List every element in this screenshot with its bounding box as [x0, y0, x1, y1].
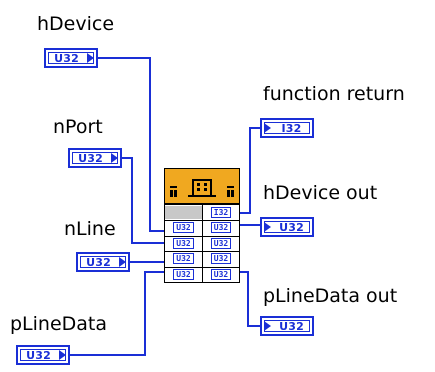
- function-return-type: I32: [281, 121, 302, 135]
- node-right-terminal[interactable]: U32: [203, 267, 239, 281]
- plinedata-control[interactable]: U32: [16, 345, 70, 365]
- label-hdevice-out: hDevice out: [263, 182, 378, 204]
- node-terminal-type: U32: [173, 222, 194, 234]
- label-plinedata-out: pLineData out: [263, 285, 398, 307]
- node-terminal-type: U32: [210, 237, 232, 249]
- control-arrow-icon: [59, 350, 66, 360]
- node-row-divider: [165, 220, 202, 222]
- nline-control[interactable]: U32: [76, 252, 130, 272]
- node-left-terminal[interactable]: U32: [165, 252, 202, 266]
- node-terminal-type: U32: [210, 253, 232, 265]
- node-left-terminal[interactable]: U32: [165, 221, 202, 235]
- node-terminal-type: U32: [210, 268, 232, 280]
- node-terminal-type: U32: [173, 253, 194, 265]
- control-arrow-icon: [111, 153, 118, 163]
- node-left-terminal[interactable]: [165, 206, 202, 219]
- node-right-terminal[interactable]: U32: [203, 221, 239, 235]
- nport-control[interactable]: U32: [68, 148, 122, 168]
- hdevice-out-indicator[interactable]: U32: [260, 217, 314, 237]
- hdevice-control[interactable]: U32: [44, 48, 98, 68]
- plinedata-out-indicator[interactable]: U32: [260, 316, 314, 336]
- plinedata-type: U32: [26, 348, 51, 362]
- indicator-arrow-icon: [264, 321, 271, 331]
- label-plinedata: pLineData: [10, 313, 108, 335]
- node-row-divider: [203, 220, 239, 222]
- node-left-terminal[interactable]: U32: [165, 236, 202, 250]
- indicator-arrow-icon: [264, 123, 271, 133]
- node-right-terminal[interactable]: U32: [203, 252, 239, 266]
- node-terminal-type: I32: [210, 207, 232, 218]
- wire-nport: [122, 157, 165, 244]
- node-right-terminal[interactable]: U32: [203, 236, 239, 250]
- node-row-divider: [203, 266, 239, 268]
- label-hdevice: hDevice: [37, 13, 115, 35]
- plinedata-out-type: U32: [279, 319, 304, 333]
- indicator-arrow-icon: [264, 222, 271, 232]
- hdevice-out-type: U32: [279, 220, 304, 234]
- nport-type: U32: [78, 151, 103, 165]
- node-row-divider: [165, 266, 202, 268]
- node-terminal-type: U32: [173, 237, 194, 249]
- nline-type: U32: [86, 255, 111, 269]
- node-header: [164, 168, 240, 204]
- node-row-divider: [203, 251, 239, 253]
- node-row-divider: [203, 235, 239, 237]
- label-nline: nLine: [64, 218, 116, 240]
- wire-plinedata-out: [239, 271, 260, 327]
- node-row-divider: [165, 251, 202, 253]
- node-row-divider: [165, 235, 202, 237]
- control-arrow-icon: [119, 257, 126, 267]
- control-arrow-icon: [87, 53, 94, 63]
- wire-hdevice: [98, 57, 165, 232]
- node-divider: [202, 205, 203, 282]
- node-left-terminal[interactable]: U32: [165, 267, 202, 281]
- node-terminal-type: U32: [173, 268, 194, 280]
- wire-function-return: [239, 127, 260, 214]
- hdevice-type: U32: [54, 51, 79, 65]
- function-return-indicator[interactable]: I32: [260, 118, 314, 138]
- label-nport: nPort: [53, 116, 103, 138]
- node-right-terminal[interactable]: I32: [203, 206, 239, 219]
- node-terminal-type: U32: [210, 222, 232, 234]
- wire-plinedata: [70, 271, 165, 356]
- dll-call-icon: [170, 179, 234, 197]
- label-function-return: function return: [263, 83, 405, 105]
